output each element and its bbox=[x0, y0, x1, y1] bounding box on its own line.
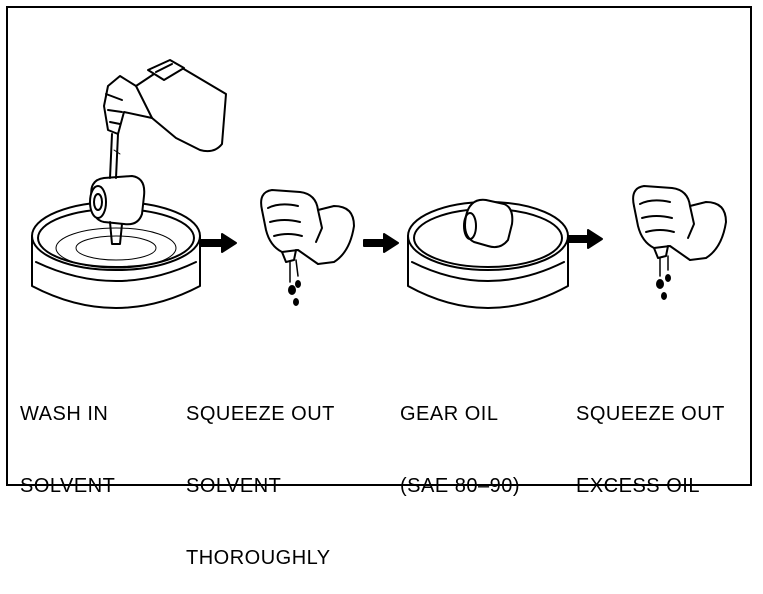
caption-line: SQUEEZE OUT bbox=[186, 402, 335, 426]
oil-can-icon bbox=[104, 60, 226, 178]
caption-line: SOLVENT bbox=[186, 474, 335, 498]
caption-line: THOROUGHLY bbox=[186, 546, 335, 570]
caption-line: WASH IN bbox=[20, 402, 115, 426]
step-2-caption: SQUEEZE OUT SOLVENT THOROUGHLY bbox=[186, 354, 335, 594]
caption-line: GEAR OIL bbox=[400, 402, 520, 426]
hand-squeezing-icon bbox=[261, 190, 354, 305]
step-3-caption: GEAR OIL (SAE 80–90) bbox=[400, 354, 520, 522]
caption-line: EXCESS OIL bbox=[576, 474, 725, 498]
right-arrow-icon bbox=[364, 234, 398, 252]
caption-line: SOLVENT bbox=[20, 474, 115, 498]
hand-squeezing-icon bbox=[633, 186, 726, 299]
right-arrow-icon bbox=[568, 230, 602, 248]
step-4-caption: SQUEEZE OUT EXCESS OIL bbox=[576, 354, 725, 522]
caption-line: (SAE 80–90) bbox=[400, 474, 520, 498]
step-1-caption: WASH IN SOLVENT bbox=[20, 354, 115, 522]
filter-element-icon bbox=[464, 200, 512, 247]
caption-line: SQUEEZE OUT bbox=[576, 402, 725, 426]
right-arrow-icon bbox=[200, 234, 236, 252]
